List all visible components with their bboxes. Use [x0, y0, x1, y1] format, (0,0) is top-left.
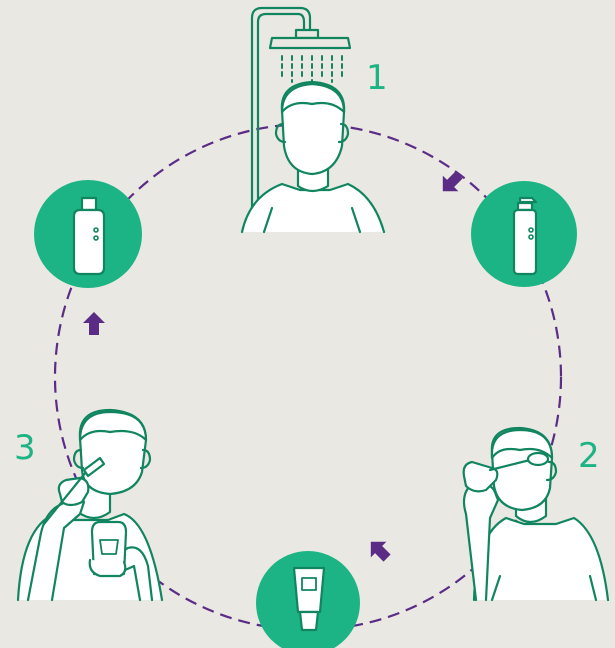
cream-tube-icon	[256, 551, 360, 648]
step-3-number: 3	[14, 428, 36, 468]
arrow-up-icon	[83, 312, 105, 335]
step-1-number: 1	[366, 58, 388, 98]
pump-bottle-icon	[471, 181, 577, 287]
person-shaving-holding-tube-icon	[16, 408, 164, 602]
person-showering-icon	[240, 6, 386, 234]
cycle-ring	[53, 122, 563, 632]
step-2-number: 2	[578, 436, 600, 476]
arrow-down-right-icon	[442, 171, 463, 192]
arrow-down-left-icon	[370, 541, 391, 562]
person-applying-cotton-swab-icon	[462, 426, 610, 602]
lotion-bottle-icon	[34, 180, 142, 288]
